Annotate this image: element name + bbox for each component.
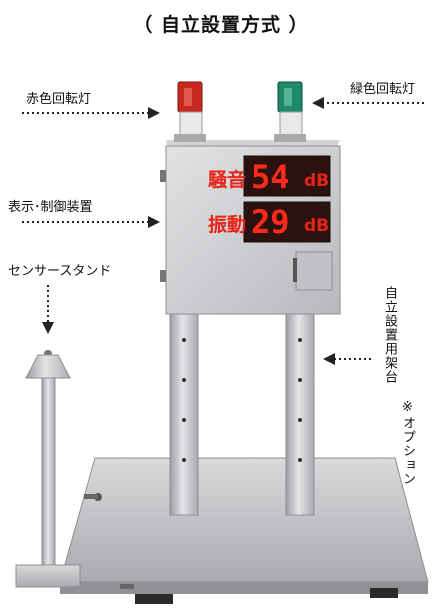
callout-arrowheads [42,97,335,365]
option-label: ※オプション [400,400,415,486]
green-rotating-lamp [274,81,306,142]
stand-label: 自立設置用架台 [382,286,397,384]
vibration-value: 29 [251,203,290,241]
base-plate [59,457,429,604]
page-title: （ 自立設置方式 ） [133,14,309,36]
noise-value: 54 [251,158,290,196]
stand-posts [169,299,315,516]
noise-label: 騒音 [208,168,246,191]
green-lamp-label: 緑色回転灯 [350,82,416,97]
noise-display: 騒音 54 dB [208,155,331,197]
vibration-display: 振動 29 dB [208,201,331,243]
vibration-label: 振動 [208,213,246,236]
noise-unit: dB [304,171,329,191]
vibration-unit: dB [304,216,329,236]
display-control-label: 表示･制御装置 [8,200,93,215]
red-lamp-label: 赤色回転灯 [26,92,92,107]
sensor-stand-label: センサースタンド [8,264,112,279]
sensor-stand [15,350,81,588]
callout-lines [22,102,425,360]
red-rotating-lamp [174,81,206,142]
